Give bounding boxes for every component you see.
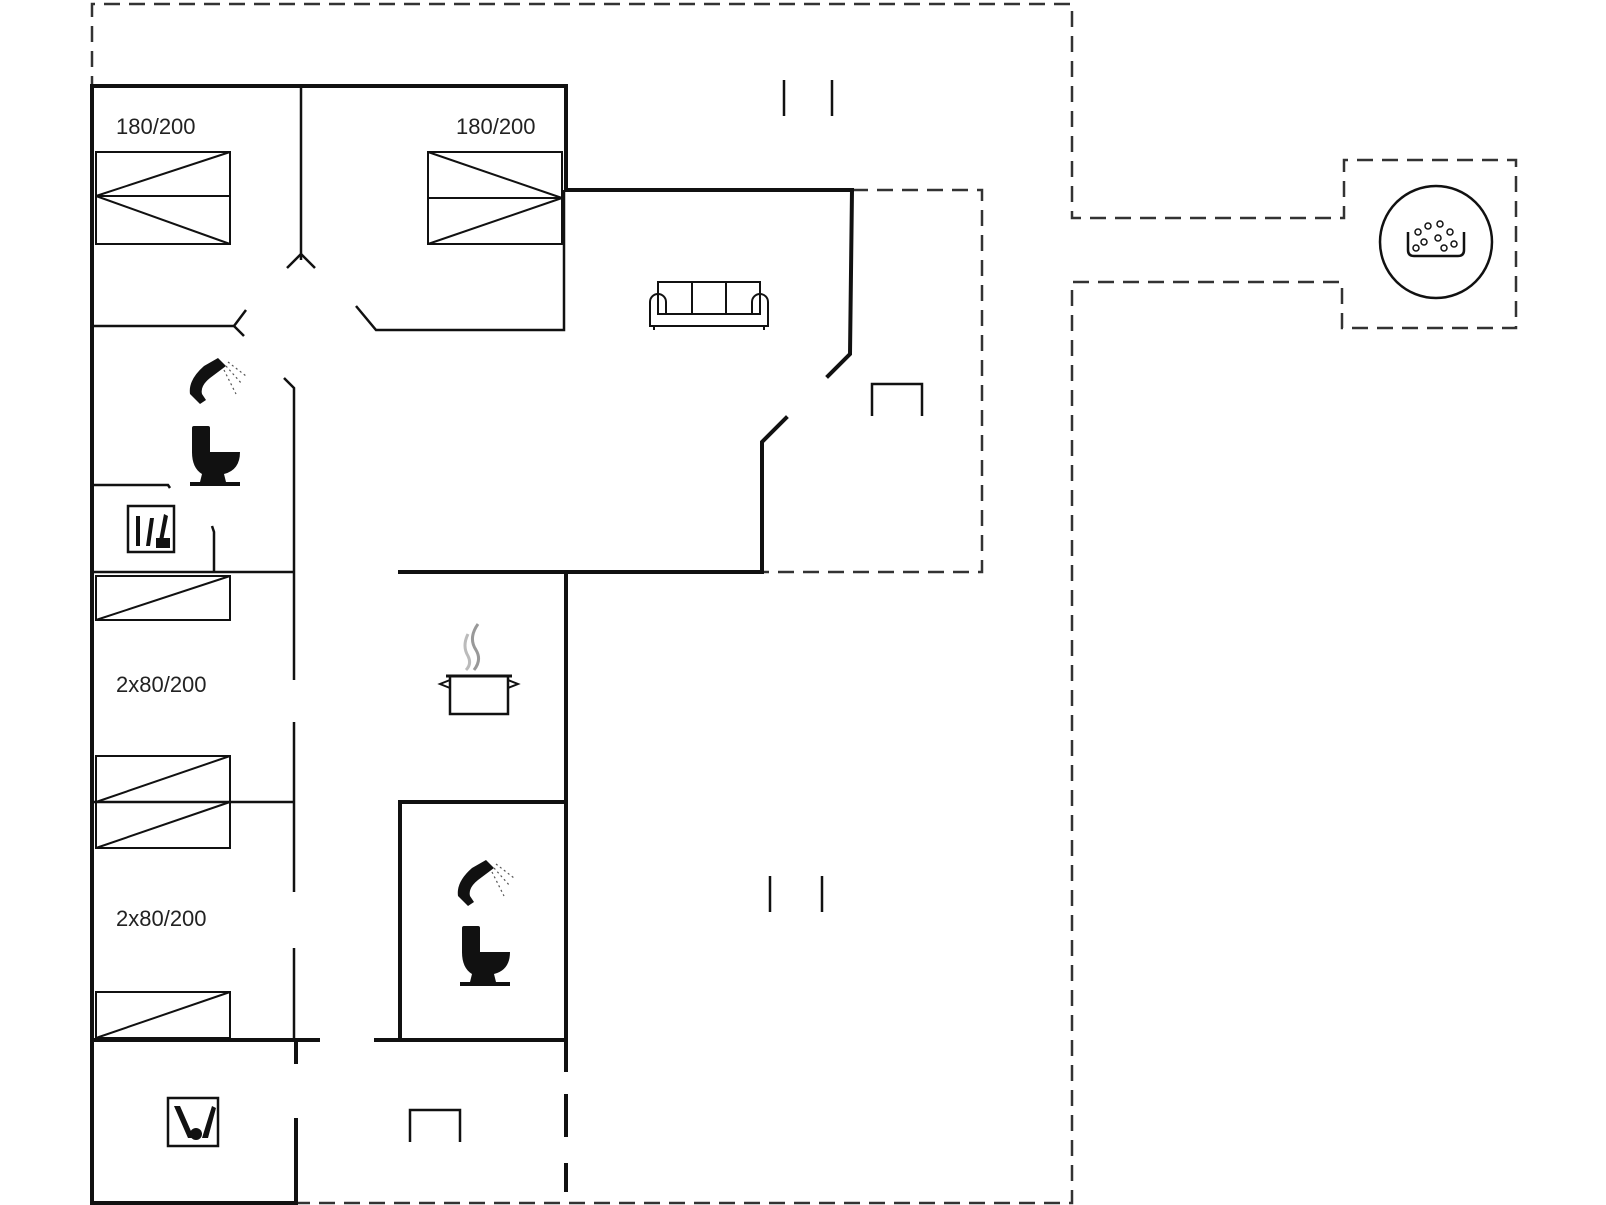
bed-label-bedroom-1: 180/200 [116,114,196,139]
bed-1 [95,151,231,245]
shower-icon [189,358,247,404]
washing-machine-icon [126,504,176,554]
toilet-icon [190,426,240,486]
bed-4 [95,755,231,849]
toilet-icon [460,926,510,986]
door-marks [768,80,834,912]
bed-2 [427,151,563,245]
bed-label-bedroom-3: 2x80/200 [116,672,207,697]
terrace-outline [90,2,1518,1205]
dryer-icon [166,1096,220,1148]
bed-label-bedroom-4: 2x80/200 [116,906,207,931]
sofa-icon [649,281,769,330]
bed-label-bedroom-2: 180/200 [456,114,536,139]
table-icon [870,382,924,416]
cooking-pot-icon [437,623,521,716]
walls [90,84,855,1205]
shower-icon [457,860,515,906]
partitions [92,86,566,1040]
bed-3 [95,575,231,621]
bed-5 [95,991,231,1039]
table-icon [408,1108,462,1142]
hot-tub-icon [1378,184,1494,300]
